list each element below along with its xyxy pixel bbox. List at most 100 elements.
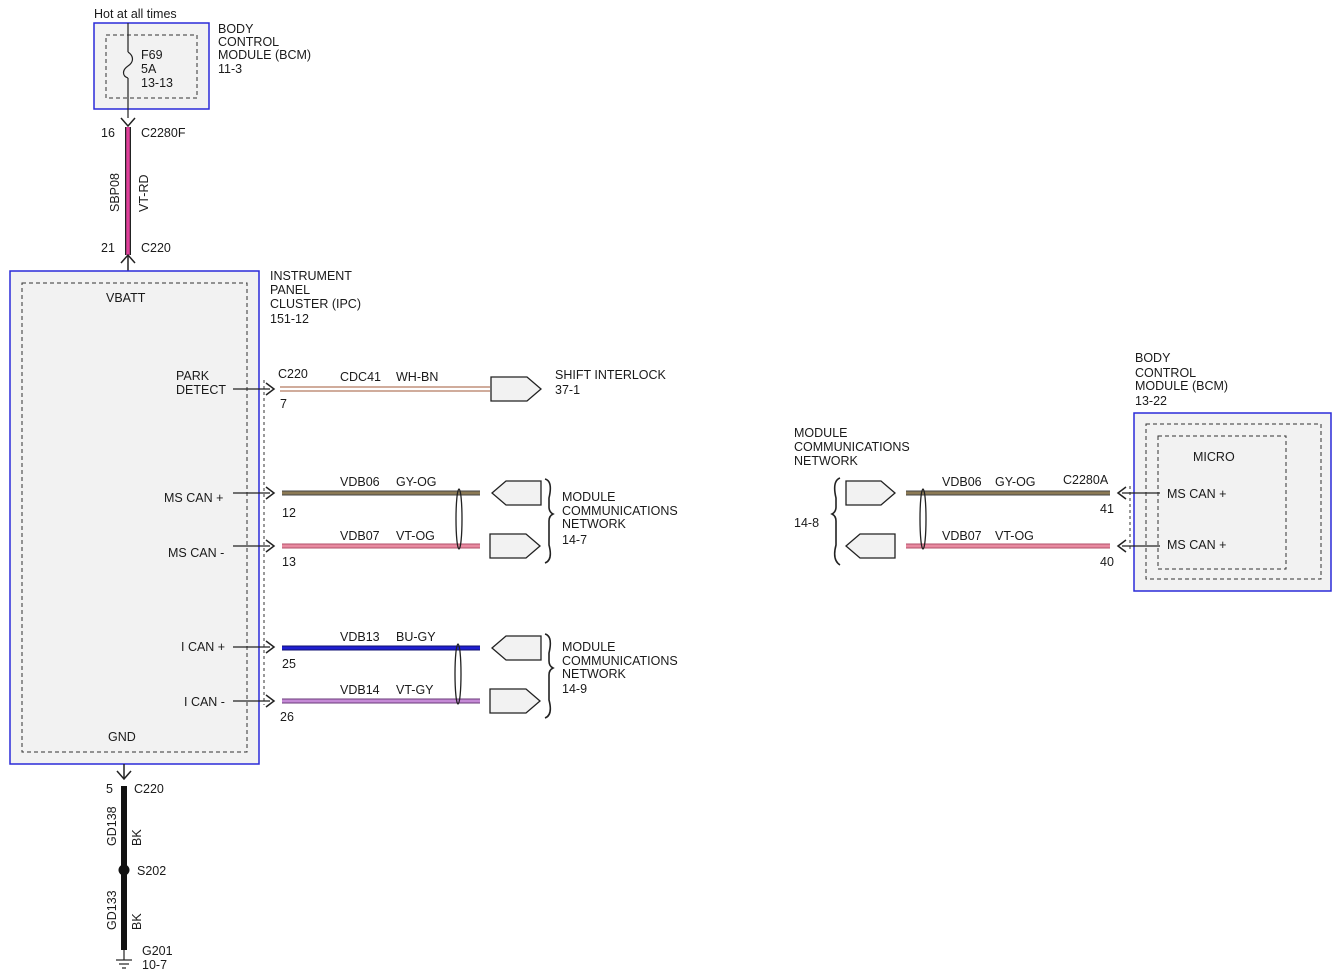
right-connector-c2280a-label: C2280A [1063,473,1109,487]
bcm-right-outline [1133,412,1332,592]
bcm-ms-can-label-1: MS CAN + [1167,487,1226,501]
right-circuit-vdb07-label: VDB07 [942,529,982,543]
bcm-top-label-2: CONTROL [218,35,279,49]
connector-c2280f-label: C2280F [141,126,186,140]
micro-box-dashed [1157,435,1287,570]
wire-color-vt-rd-label: VT-RD [137,175,151,213]
bcm-ms-can-label-2: MS CAN + [1167,538,1226,552]
bcm-top-label-1: BODY [218,22,254,36]
circuit-vdb14-label: VDB14 [340,683,380,697]
ipc-label-2: PANEL [270,283,310,297]
ms-can-twisted-pair-icon [455,488,463,550]
i-can-twisted-pair-icon [454,643,462,705]
bcm-top-label-3: MODULE (BCM) [218,48,311,62]
i-can-plus-arrow [265,640,276,654]
i-can-minus-pin-label: 26 [280,710,294,724]
ms-can-plus-arrow [265,486,276,500]
right-wire-color-vt-og-label: VT-OG [995,529,1034,543]
right-network-out-connector-2 [845,533,896,559]
circuit-vdb13-label: VDB13 [340,630,380,644]
right-ms-can-circuit: VDB06 GY-OG C2280A 41 VDB07 VT-OG 40 MOD… [794,426,1114,569]
connector-c2280f-arrow [120,117,136,128]
ipc-label-3: CLUSTER (IPC) [270,297,361,311]
bcm-right-inner-dashed [1145,423,1322,580]
park-connector-label: C220 [278,367,308,381]
bcm-right-module: BODY CONTROL MODULE (BCM) 13-22 MICRO MS… [1116,351,1332,592]
ms-can-network-label-1: MODULE [562,490,615,504]
ipc-i-can-plus-label: I CAN + [181,640,225,654]
circuit-gd138-label: GD138 [105,806,119,846]
bcm-right-label-2: CONTROL [1135,366,1196,380]
ipc-ms-can-minus-label: MS CAN - [168,546,224,560]
ground-symbol-icon [116,959,132,969]
shift-interlock-connector [490,376,542,402]
bcm-fuse-box-outline [93,22,210,110]
micro-label: MICRO [1193,450,1235,464]
circuit-vdb07-label: VDB07 [340,529,380,543]
ms-can-network-brace [544,478,555,564]
i-can-network-label-3: NETWORK [562,667,627,681]
right-network-label-3: NETWORK [794,454,859,468]
park-pin-label: 7 [280,397,287,411]
gnd-connector-label: C220 [134,782,164,796]
ipc-ms-can-plus-label: MS CAN + [164,491,223,505]
i-can-network-page: 14-9 [562,682,587,696]
circuit-vdb06-label: VDB06 [340,475,380,489]
circuit-gd133-label: GD133 [105,890,119,930]
circuit-sbp08-label: SBP08 [108,173,122,212]
i-can-network-brace [544,633,555,719]
right-pin-40-label: 40 [1100,555,1114,569]
wire-color-vt-og-label: VT-OG [396,529,435,543]
ipc-outline [9,270,260,765]
bcm-top-page: 11-3 [218,62,242,76]
gnd-connector-arrow [116,770,132,781]
bcm-pin-41-arrow [1116,486,1127,500]
ipc-park-label-2: DETECT [176,383,226,397]
ipc-inner-dashed [21,282,248,753]
bcm-right-page: 13-22 [1135,394,1167,408]
pin-21-label: 21 [101,241,115,255]
bcm-fuse-module: Hot at all times F69 5A 13-13 BODY CONTR… [93,7,311,118]
i-can-plus-out-connector [491,635,542,661]
i-can-circuit: 25 VDB13 BU-GY 26 VDB14 VT-GY MODULE COM… [233,630,678,724]
ms-can-plus-pin-label: 12 [282,506,296,520]
connector-c220-top-label: C220 [141,241,171,255]
ms-can-minus-out-connector [489,533,541,559]
ipc-park-label-1: PARK [176,369,210,383]
right-circuit-vdb06-label: VDB06 [942,475,982,489]
ground-g201-label: G201 [142,944,173,958]
hot-at-all-times-label: Hot at all times [94,7,177,21]
ground-circuit: 5 C220 GD138 BK S202 GD133 BK G201 10-7 [105,764,173,972]
circuit-cdc41-label: CDC41 [340,370,381,384]
gnd-pin-label: 5 [106,782,113,796]
right-network-label-2: COMMUNICATIONS [794,440,910,454]
shift-interlock-label: SHIFT INTERLOCK [555,368,667,382]
bcm-pin-40-arrow [1116,539,1127,553]
right-network-label-1: MODULE [794,426,847,440]
right-network-brace [830,477,841,566]
wire-color-bk-2-label: BK [130,913,144,930]
wire-color-wh-bn-label: WH-BN [396,370,438,384]
bcm-right-label-1: BODY [1135,351,1171,365]
bcm-fuse-box-inner [105,34,198,99]
right-network-out-connector-1 [845,480,896,506]
ms-can-plus-out-connector [491,480,542,506]
i-can-network-label-1: MODULE [562,640,615,654]
wire-color-vt-gy-label: VT-GY [396,683,434,697]
splice-s202-label: S202 [137,864,166,878]
ms-can-circuit: 12 VDB06 GY-OG 13 VDB07 VT-OG MODULE COM… [233,475,678,569]
i-can-plus-pin-label: 25 [282,657,296,671]
wire-color-bu-gy-label: BU-GY [396,630,436,644]
wire-color-gy-og-label: GY-OG [396,475,437,489]
ms-can-minus-pin-label: 13 [282,555,296,569]
ms-can-network-label-3: NETWORK [562,517,627,531]
i-can-minus-out-connector [489,688,541,714]
fuse-symbol [122,51,134,79]
ms-can-network-page: 14-7 [562,533,587,547]
shift-interlock-page: 37-1 [555,383,580,397]
right-pin-41-label: 41 [1100,502,1114,516]
ms-can-minus-arrow [265,539,276,553]
park-detect-circuit: C220 7 CDC41 WH-BN SHIFT INTERLOCK 37-1 [233,367,667,411]
fuse-rating: 5A [141,62,157,76]
